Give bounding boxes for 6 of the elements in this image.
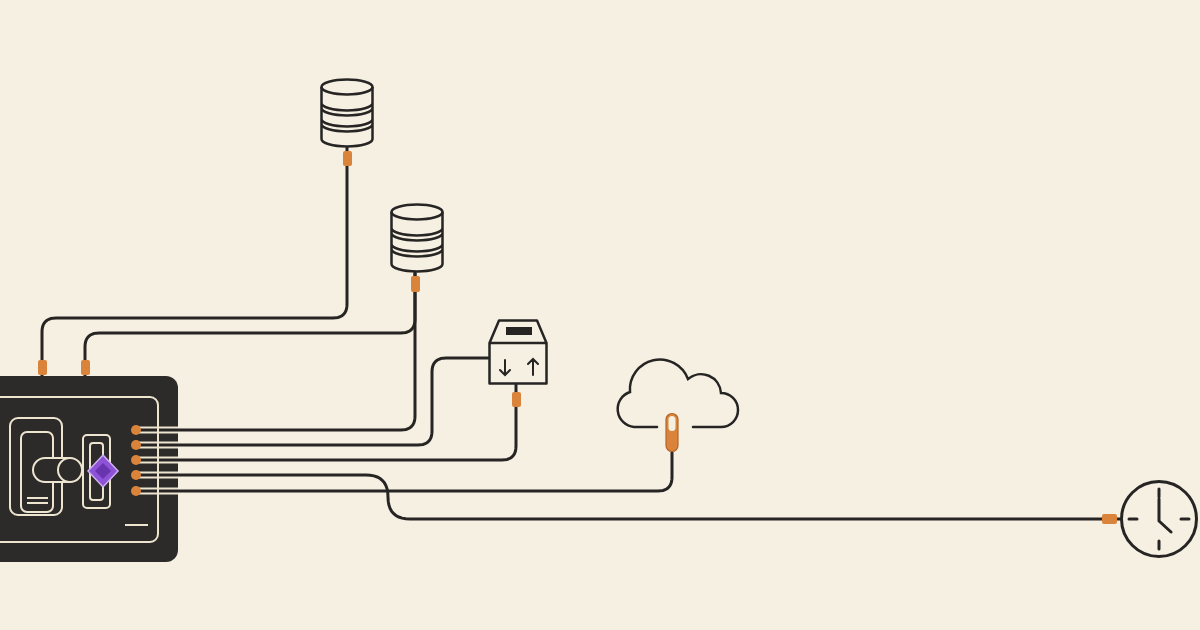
cable-line <box>40 146 349 378</box>
clock-icon <box>1120 480 1198 558</box>
package-box-icon <box>488 319 548 385</box>
database-icon <box>390 203 444 273</box>
device-illustration <box>0 376 178 562</box>
database-icon <box>320 78 374 148</box>
